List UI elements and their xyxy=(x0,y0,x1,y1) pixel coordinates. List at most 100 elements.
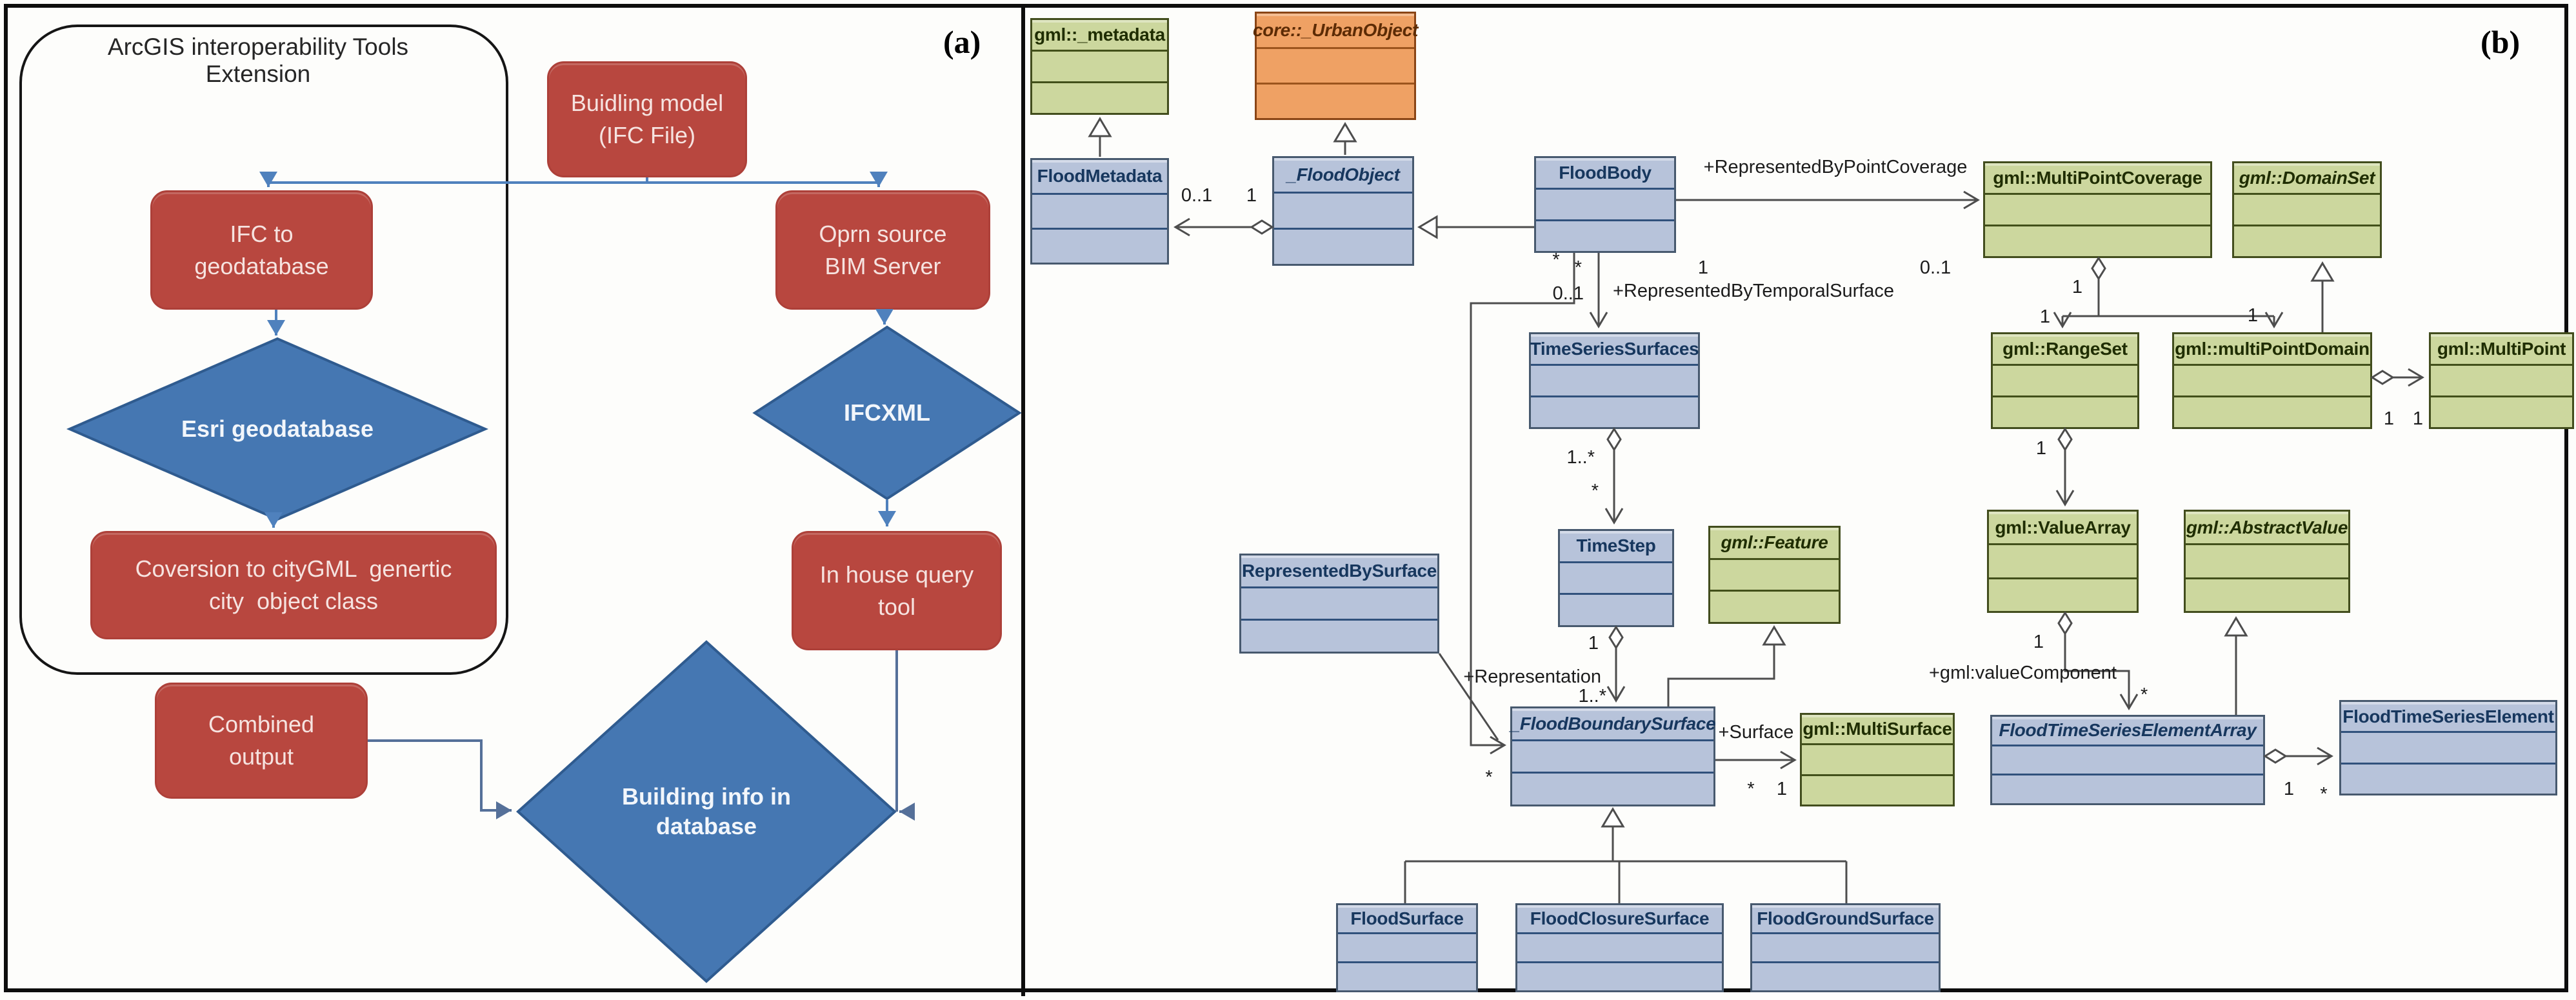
uml-operations-compartment xyxy=(2341,765,2555,794)
process-node-line: Combined xyxy=(208,711,315,738)
uml-class-flood-surface: FloodSurface xyxy=(1336,903,1478,992)
uml-class-core-urbanobject: core::_UrbanObject xyxy=(1253,12,1418,120)
uml-class-title: gml::ValueArray xyxy=(1989,512,2137,546)
uml-class-gml-multisurface: gml::MultiSurface xyxy=(1800,713,1955,806)
uml-attributes-compartment xyxy=(1274,194,1412,230)
uml-class-title: gml::_metadata xyxy=(1032,20,1167,52)
uml-class-title: _FloodBoundarySurface xyxy=(1510,708,1716,741)
uml-class-gml-rangeset: gml::RangeSet xyxy=(1991,332,2139,429)
uml-attributes-compartment xyxy=(1338,934,1476,964)
uml-class-gml-multipointdomain: gml::multiPointDomain xyxy=(2172,332,2372,429)
uml-class-title: gml::MultiPoint xyxy=(2431,334,2572,366)
uml-attributes-compartment xyxy=(2186,545,2348,579)
arcgis-tools-frame xyxy=(19,25,508,675)
uml-class-flood-ts-element-array: FloodTimeSeriesElementArray xyxy=(1990,715,2265,805)
uml-attributes-compartment xyxy=(1752,934,1939,964)
uml-class-flood-boundary-surface: _FloodBoundarySurface xyxy=(1510,706,1716,806)
process-node-ifc-to-geodatabase: IFC to geodatabase xyxy=(150,190,373,310)
uml-attributes-compartment xyxy=(1989,545,2137,579)
uml-operations-compartment xyxy=(2431,397,2572,427)
uml-class-flood-body: FloodBody xyxy=(1534,156,1676,253)
uml-class-represented-by-surface: RepresentedBySurface xyxy=(1239,554,1439,654)
uml-class-title: FloodMetadata xyxy=(1032,160,1167,195)
process-node-line: output xyxy=(228,743,294,770)
uml-operations-compartment xyxy=(1985,226,2210,256)
panel-b-label: (b) xyxy=(2481,24,2521,60)
uml-operations-compartment xyxy=(2174,397,2370,427)
uml-attributes-compartment xyxy=(1992,746,2263,776)
uml-class-title: gml::AbstractValue xyxy=(2186,512,2348,546)
uml-attributes-compartment xyxy=(2234,195,2380,227)
process-node-line: (IFC File) xyxy=(599,122,695,148)
uml-operations-compartment xyxy=(1531,397,1698,427)
uml-operations-compartment xyxy=(1992,775,2263,803)
uml-operations-compartment xyxy=(1752,963,1939,990)
uml-class-title: core::_UrbanObject xyxy=(1253,14,1418,49)
uml-class-title: FloodBody xyxy=(1536,158,1674,190)
uml-class-title: TimeSeriesSurfaces xyxy=(1530,334,1699,366)
process-node-building-model: Buidling model (IFC File) xyxy=(547,61,747,177)
uml-class-gml-domainset: gml::DomainSet xyxy=(2232,161,2382,258)
uml-class-flood-metadata: FloodMetadata xyxy=(1030,158,1169,265)
uml-operations-compartment xyxy=(1802,776,1953,805)
process-node-combined-output: Combined output xyxy=(155,683,368,799)
uml-operations-compartment xyxy=(1338,963,1476,990)
uml-class-title: gml::DomainSet xyxy=(2234,163,2380,195)
uml-class-title: gml::RangeSet xyxy=(1993,334,2137,366)
uml-operations-compartment xyxy=(1032,230,1167,263)
uml-class-gml-feature: gml::Feature xyxy=(1708,526,1841,624)
uml-class-gml-metadata: gml::_metadata xyxy=(1030,18,1169,115)
uml-class-timestep: TimeStep xyxy=(1558,529,1674,627)
process-node-line: geodatabase xyxy=(194,252,329,279)
uml-class-title: TimeStep xyxy=(1560,531,1672,563)
uml-class-title: gml::Feature xyxy=(1710,528,1839,560)
uml-operations-compartment xyxy=(1032,83,1167,113)
uml-class-title: gml::multiPointDomain xyxy=(2174,334,2370,366)
process-node-line: Oprn source xyxy=(819,220,947,247)
uml-operations-compartment xyxy=(1993,397,2137,427)
uml-attributes-compartment xyxy=(1993,366,2137,398)
uml-operations-compartment xyxy=(1989,579,2137,611)
uml-class-title: _FloodObject xyxy=(1274,158,1412,194)
uml-class-flood-object: _FloodObject xyxy=(1272,156,1414,266)
uml-attributes-compartment xyxy=(1032,52,1167,84)
uml-attributes-compartment xyxy=(1257,49,1414,85)
uml-class-gml-multipointcoverage: gml::MultiPointCoverage xyxy=(1983,161,2212,258)
uml-class-title: gml::MultiSurface xyxy=(1802,715,1953,746)
uml-attributes-compartment xyxy=(1536,190,1674,222)
uml-operations-compartment xyxy=(1512,774,1713,805)
uml-class-gml-multipoint: gml::MultiPoint xyxy=(2429,332,2574,429)
uml-class-title: FloodTimeSeriesElementArray xyxy=(1992,717,2263,746)
uml-class-title: gml::MultiPointCoverage xyxy=(1985,163,2210,195)
process-node-line: IFC to xyxy=(230,220,294,247)
figure-border xyxy=(4,4,2568,992)
uml-class-flood-ts-element: FloodTimeSeriesElement xyxy=(2339,700,2557,795)
uml-operations-compartment xyxy=(1560,595,1672,625)
uml-attributes-compartment xyxy=(2341,733,2555,765)
uml-operations-compartment xyxy=(2234,226,2380,256)
uml-attributes-compartment xyxy=(1032,195,1167,230)
uml-class-flood-ground-surface: FloodGroundSurface xyxy=(1750,903,1941,992)
uml-class-title: RepresentedBySurface xyxy=(1241,555,1437,588)
process-node-line: tool xyxy=(877,593,916,620)
uml-operations-compartment xyxy=(1257,85,1414,118)
process-node-line: BIM Server xyxy=(824,252,941,279)
uml-operations-compartment xyxy=(1274,230,1412,264)
process-node-line: city object class xyxy=(208,588,379,614)
uml-attributes-compartment xyxy=(1710,560,1839,592)
uml-class-title: FloodSurface xyxy=(1338,905,1476,935)
uml-class-gml-abstractvalue: gml::AbstractValue xyxy=(2184,510,2350,613)
uml-operations-compartment xyxy=(2186,579,2348,611)
uml-class-flood-closure-surface: FloodClosureSurface xyxy=(1515,903,1724,992)
uml-attributes-compartment xyxy=(1517,934,1722,964)
uml-attributes-compartment xyxy=(2174,366,2370,398)
process-node-line: Buidling model xyxy=(570,90,724,117)
uml-attributes-compartment xyxy=(1802,745,1953,776)
uml-class-timeseriessurfaces: TimeSeriesSurfaces xyxy=(1529,332,1700,429)
uml-attributes-compartment xyxy=(1241,588,1437,621)
uml-class-title: FloodTimeSeriesElement xyxy=(2341,702,2555,734)
arcgis-tools-frame-label: ArcGIS interoperability Tools Extension xyxy=(107,34,409,87)
